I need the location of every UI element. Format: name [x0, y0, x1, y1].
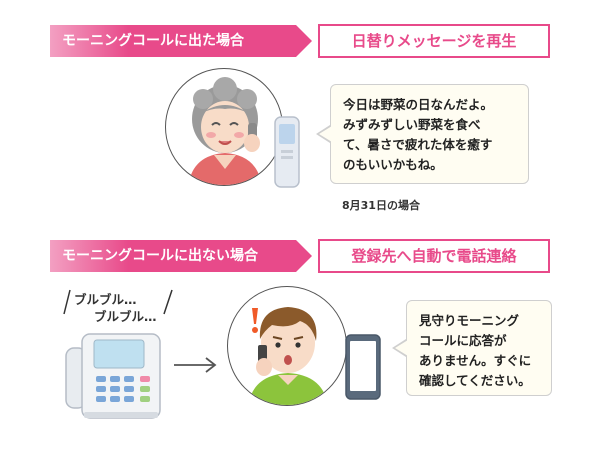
ring-line-1: ブルブル…: [74, 292, 137, 307]
smartphone-icon: [345, 334, 381, 400]
message2-line-3: ありません。すぐに: [419, 353, 532, 368]
section2-header-tag: モーニングコールに出ない場合: [50, 240, 312, 272]
message1-line-1: 今日は野菜の日なんだよ。: [343, 97, 494, 112]
desk-phone-icon: [65, 333, 161, 419]
section2-action-text: 登録先へ自動で電話連絡: [351, 247, 517, 265]
section1-action-text: 日替りメッセージを再生: [351, 32, 517, 50]
section1-header-tag: モーニングコールに出た場合: [50, 25, 312, 57]
message2-line-1: 見守りモーニング: [419, 313, 520, 328]
date-caption: 8月31日の場合: [342, 199, 420, 212]
grandmother-on-phone-icon: [188, 77, 262, 185]
section2-header-text: モーニングコールに出ない場合: [62, 248, 258, 264]
message1-line-4: のもいいかもね。: [343, 157, 443, 172]
vibration-marks: [63, 289, 173, 315]
exclamation-icon: [252, 308, 258, 333]
grandmother-circle: [165, 68, 283, 186]
man-circle: [227, 286, 347, 406]
section1-header-text: モーニングコールに出た場合: [62, 33, 244, 49]
cordless-phone-icon: [274, 116, 300, 188]
message2-line-4: 確認してください。: [419, 373, 531, 388]
message-bubble-1: 今日は野菜の日なんだよ。 みずみずしい野菜を食べ て、暑さで疲れた体を癒す のも…: [316, 84, 529, 184]
message1-line-3: て、暑さで疲れた体を癒す: [343, 137, 493, 152]
bubble-tail-fill: [395, 340, 408, 356]
message2-line-2: コールに応答が: [419, 333, 507, 348]
surprised-man-on-phone-icon: [248, 307, 328, 405]
ring-line-2: ブルブル…: [94, 309, 157, 324]
message-bubble-2: 見守りモーニング コールに応答が ありません。すぐに 確認してください。: [392, 300, 552, 396]
section1-action-box: 日替りメッセージを再生: [318, 24, 550, 58]
bubble-tail-fill: [319, 126, 332, 142]
arrow-right-icon: [174, 357, 217, 373]
message1-line-2: みずみずしい野菜を食べ: [343, 117, 481, 132]
section2-action-box: 登録先へ自動で電話連絡: [318, 239, 550, 273]
